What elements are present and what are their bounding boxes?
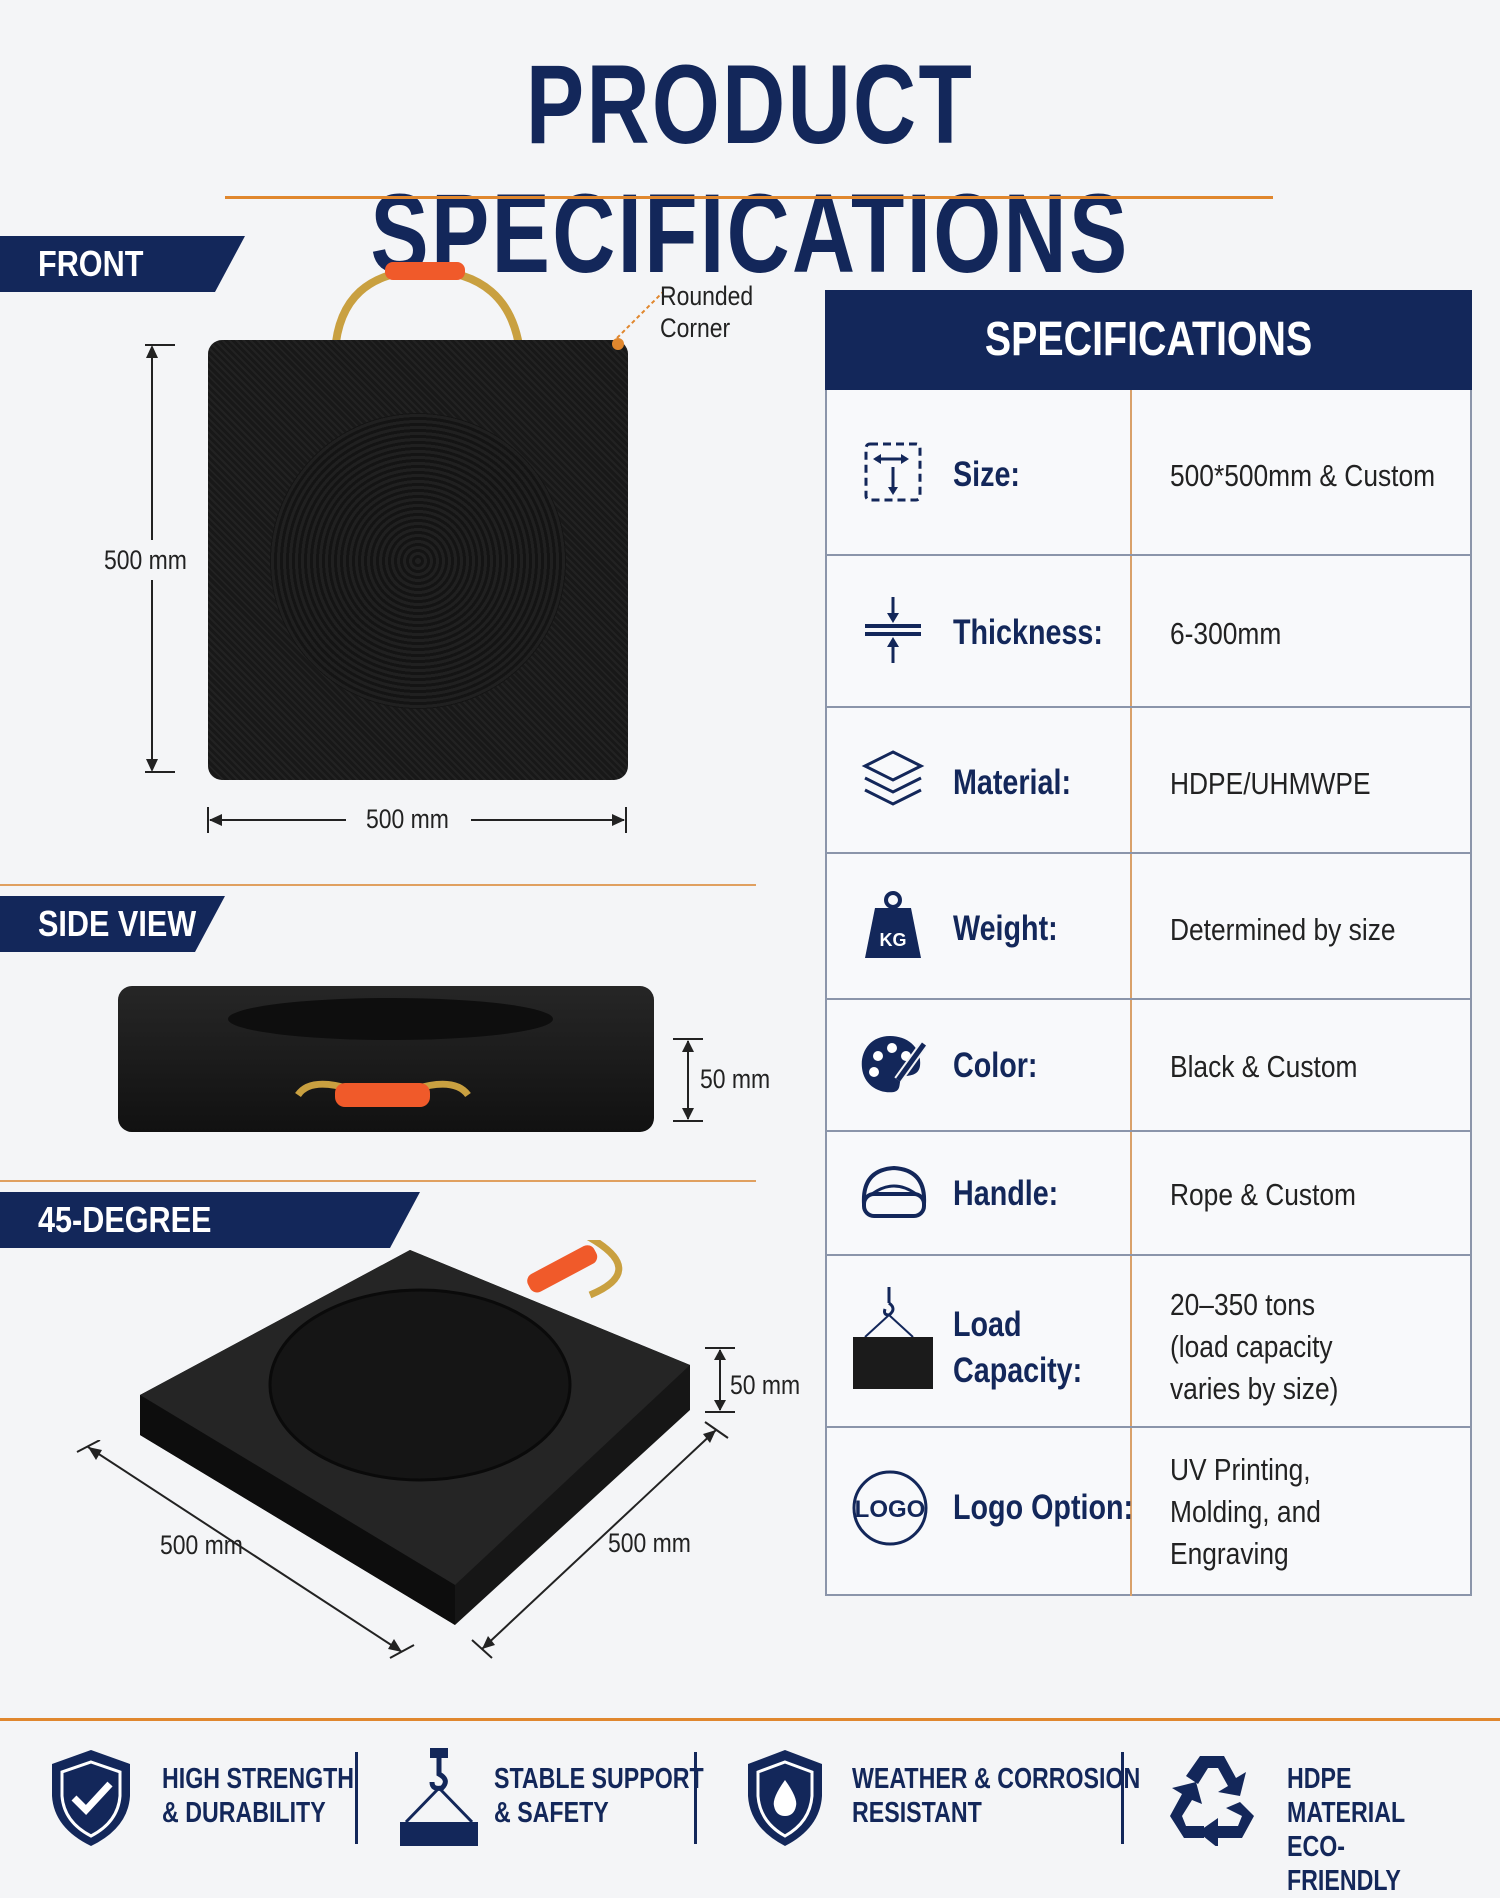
footer-divider bbox=[0, 1718, 1500, 1721]
section-separator bbox=[0, 884, 756, 886]
thickness-icon bbox=[858, 595, 928, 665]
spec-label-load-capacity: Load Capacity: bbox=[953, 1305, 1083, 1390]
layers-icon bbox=[858, 745, 928, 815]
rounded-corner-note: Rounded Corner bbox=[660, 281, 754, 343]
logo-icon: LOGO bbox=[850, 1468, 930, 1548]
crane-hook-icon bbox=[398, 1748, 480, 1853]
svg-text:LOGO: LOGO bbox=[855, 1496, 926, 1523]
spec-label-weight: Weight: bbox=[953, 909, 1058, 948]
perspective-thickness-dimension-line bbox=[705, 1347, 735, 1413]
resize-icon bbox=[858, 437, 928, 507]
front-view-label: FRONT VIEW bbox=[0, 236, 245, 292]
front-pad-image bbox=[208, 340, 628, 780]
perspective-right-dimension-line bbox=[471, 1421, 729, 1659]
specifications-heading: SPECIFICATIONS bbox=[825, 290, 1472, 390]
corner-marker-dot bbox=[612, 338, 624, 350]
feature-divider bbox=[1121, 1752, 1124, 1844]
spec-value-material: HDPE/UHMWPE bbox=[1170, 766, 1371, 801]
spec-value-size: 500*500mm & Custom bbox=[1170, 458, 1436, 493]
title-divider bbox=[225, 196, 1273, 199]
feature-support-text: STABLE SUPPORT & SAFETY bbox=[494, 1763, 704, 1829]
spec-value-handle: Rope & Custom bbox=[1170, 1177, 1357, 1212]
perspective-right-dim-label: 500 mm bbox=[608, 1528, 691, 1558]
palette-icon bbox=[858, 1030, 928, 1100]
pad-circle-recess bbox=[270, 413, 566, 709]
handle-icon bbox=[858, 1157, 928, 1227]
recycle-icon bbox=[1162, 1750, 1262, 1851]
table-row-divider bbox=[825, 1426, 1472, 1428]
shield-drop-icon bbox=[744, 1748, 826, 1853]
side-view-label: SIDE VIEW bbox=[0, 896, 225, 952]
weight-icon: KG bbox=[858, 890, 928, 960]
feature-divider bbox=[355, 1752, 358, 1844]
feature-eco-text: HDPE MATERIAL ECO-FRIENDLY bbox=[1287, 1763, 1406, 1897]
front-width-dimension-line bbox=[207, 807, 627, 833]
perspective-left-dimension-line bbox=[76, 1440, 415, 1659]
feature-divider bbox=[694, 1752, 697, 1844]
rope-handle-front bbox=[331, 262, 524, 353]
perspective-thickness-label: 50 mm bbox=[730, 1370, 801, 1400]
table-column-divider bbox=[1130, 390, 1132, 1596]
feature-weather-text: WEATHER & CORROSION RESISTANT bbox=[852, 1763, 1141, 1829]
spec-value-weight: Determined by size bbox=[1170, 912, 1396, 947]
side-thickness-label: 50 mm bbox=[700, 1064, 771, 1094]
spec-label-logo-option: Logo Option: bbox=[953, 1488, 1134, 1527]
table-row-divider bbox=[825, 998, 1472, 1000]
perspective-left-dim-label: 500 mm bbox=[160, 1530, 243, 1560]
shield-check-icon bbox=[48, 1748, 134, 1853]
feature-strength-text: HIGH STRENGTH & DURABILITY bbox=[162, 1763, 355, 1829]
table-row-divider bbox=[825, 852, 1472, 854]
spec-label-thickness: Thickness: bbox=[953, 613, 1103, 652]
svg-text:KG: KG bbox=[880, 930, 907, 950]
spec-value-logo-option: UV Printing, Molding, and Engraving bbox=[1170, 1452, 1321, 1571]
spec-label-handle: Handle: bbox=[953, 1174, 1059, 1213]
rope-handle-side bbox=[295, 1080, 471, 1107]
side-pad-image bbox=[118, 986, 654, 1132]
corner-leader-line bbox=[616, 291, 664, 339]
front-width-label: 500 mm bbox=[366, 804, 449, 834]
spec-label-size: Size: bbox=[953, 455, 1020, 494]
table-row-divider bbox=[825, 706, 1472, 708]
crane-load-icon bbox=[850, 1285, 936, 1395]
table-row-divider bbox=[825, 554, 1472, 556]
spec-label-material: Material: bbox=[953, 763, 1072, 802]
side-thickness-dimension-line bbox=[673, 1038, 703, 1122]
table-row-divider bbox=[825, 1130, 1472, 1132]
table-row-divider bbox=[825, 1254, 1472, 1256]
page-title: PRODUCT SPECIFICATIONS bbox=[370, 42, 1130, 296]
spec-value-thickness: 6-300mm bbox=[1170, 616, 1282, 651]
section-separator bbox=[0, 1180, 756, 1182]
front-height-dimension-line bbox=[145, 344, 175, 773]
front-height-label: 500 mm bbox=[104, 545, 187, 575]
perspective-pad-image bbox=[140, 1240, 690, 1625]
spec-label-color: Color: bbox=[953, 1046, 1038, 1085]
spec-value-color: Black & Custom bbox=[1170, 1049, 1358, 1084]
spec-value-load-capacity: 20–350 tons (load capacity varies by siz… bbox=[1170, 1287, 1339, 1406]
